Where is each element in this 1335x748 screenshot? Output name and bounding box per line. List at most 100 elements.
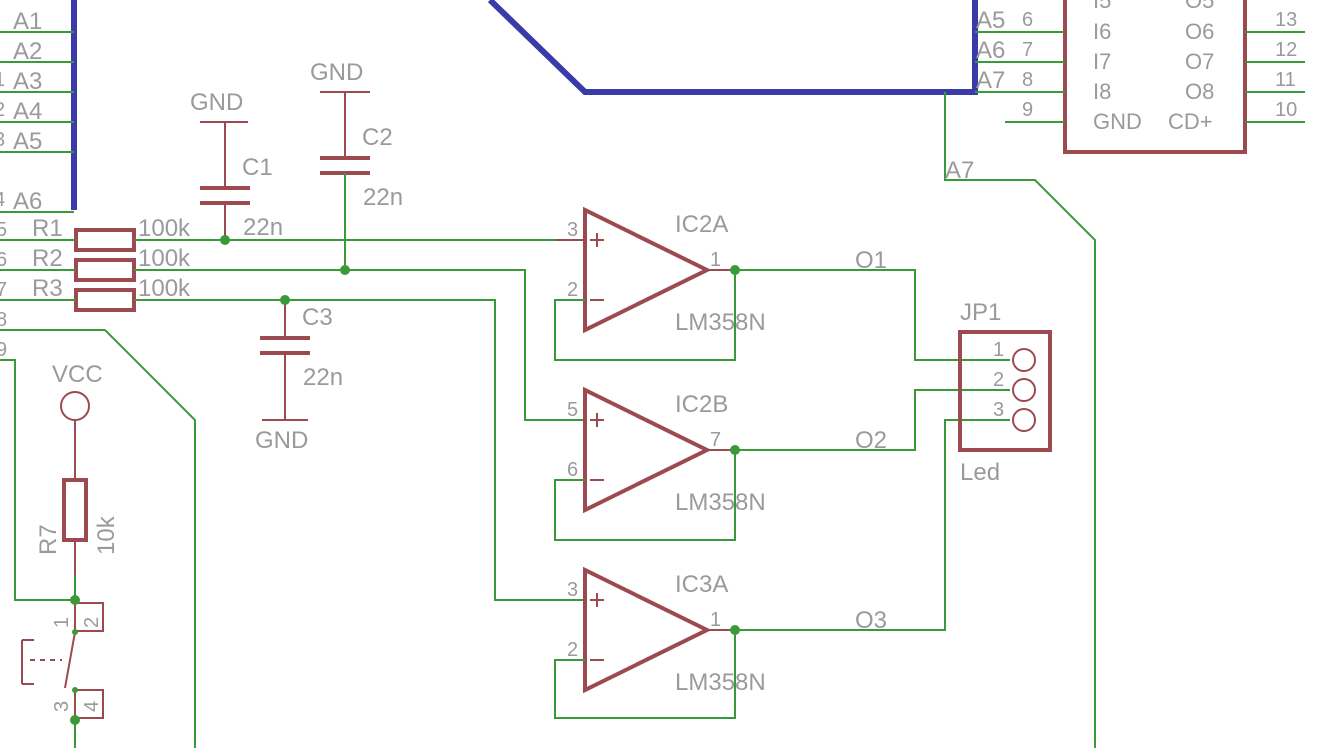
chip-input-i8: I8 [1093,79,1111,104]
opamp-ic3a: IC3A LM358N 3 2 1 [554,566,766,719]
c1-name: C1 [242,154,273,181]
switch-pin-4: 4 [81,701,103,712]
bus-pin-2: 2 [0,99,5,121]
chip-input-i5: I5 [1093,0,1111,13]
left-pin-8: 8 [0,309,7,331]
bus-label-a5: A5 [13,128,42,155]
r1-pin: 5 [0,219,7,241]
bus-pin-3: 3 [0,129,5,151]
ic3a-pin-minus: 2 [567,639,578,661]
switch-pin-3: 3 [51,701,73,712]
capacitor-c1: GND C1 22n [190,89,283,241]
c3-name: C3 [302,304,333,331]
resistor-r1: 5 R1 100k [0,215,191,252]
connector-jp1: JP1 Led 1 2 3 [958,299,1052,486]
ic2a-pin-minus: 2 [567,279,578,301]
net-label-o2: O2 [855,427,887,454]
switch-pin-2: 2 [81,617,103,628]
chip-output-o5: O5 [1185,0,1214,13]
ic2b-pin-minus: 6 [567,459,578,481]
c1-supply: GND [190,89,243,116]
chip-input-gnd: GND [1093,109,1142,134]
jp1-pin-3: 3 [993,399,1004,421]
bus-label-a6: A6 [13,188,42,215]
net-label-o1: O1 [855,247,887,274]
bus-label-a2: A2 [13,38,42,65]
r1-value: 100k [138,215,191,242]
switch-pin-1: 1 [51,617,73,628]
chip-pin-6: 6 [1022,9,1033,31]
r1-name: R1 [32,215,63,242]
chip-input-i6: I6 [1093,19,1111,44]
ic2a-name: IC2A [675,211,728,238]
ic3a-pin-out: 1 [710,609,721,631]
capacitor-c3: C3 22n GND [255,300,343,454]
chip-bus-label-a5: A5 [976,7,1005,34]
ic3a-part: LM358N [675,669,766,696]
input-wires [134,239,585,601]
junction-o3 [730,625,740,635]
r3-value: 100k [138,275,191,302]
chip-output-cd: CD+ [1168,109,1213,134]
ic2b-part: LM358N [675,489,766,516]
net-label-o3: O3 [855,607,887,634]
r7-name: R7 [35,524,62,555]
jp1-name: JP1 [960,299,1001,326]
c2-value: 22n [363,184,403,211]
r2-pin: 6 [0,249,7,271]
chip-pin-13: 13 [1275,9,1297,31]
junction-r7 [70,595,80,605]
junction-o1 [730,265,740,275]
chip-bus-label-a7: A7 [976,67,1005,94]
left-pins: 8 9 [0,309,196,748]
pullup-circuit: VCC R7 10k [35,361,120,600]
vcc-label: VCC [52,361,103,388]
ic2a-pin-out: 1 [710,249,721,271]
c2-name: C2 [362,124,393,151]
junction-o2 [730,445,740,455]
c2-supply: GND [310,59,363,86]
chip-pin-7: 7 [1022,39,1033,61]
bus-label-a3: A3 [13,68,42,95]
ic2b-pin-out: 7 [710,429,721,451]
r3-name: R3 [32,275,63,302]
capacitor-c2: GND C2 22n [310,59,403,270]
junction-switch [70,715,80,725]
chip-input-i7: I7 [1093,49,1111,74]
junction-dots [70,235,740,725]
junction-c2 [340,265,350,275]
resistor-r2: 6 R2 100k [0,245,191,282]
junction-c3 [280,295,290,305]
c3-supply: GND [255,427,308,454]
opamp-ic2a: IC2A LM358N 3 2 1 [554,206,766,361]
chip-pin-9: 9 [1022,99,1033,121]
chip-pin-11: 11 [1275,69,1296,91]
ic2b-pin-plus: 5 [567,399,578,421]
top-bus: A7 [487,0,1096,748]
bus-label-a1: A1 [13,8,42,35]
chip-top-right: A5 A6 A7 6 7 8 9 I5 I6 I7 I8 GND O5 O6 O… [975,0,1305,154]
push-switch: 1 2 3 4 [21,600,104,748]
junction-c1 [220,235,230,245]
ic3a-name: IC3A [675,571,728,598]
chip-pin-12: 12 [1275,39,1297,61]
bus-pin-4: 4 [0,189,5,211]
opamp-ic2b: IC2B LM358N 5 6 7 [554,386,766,541]
r2-value: 100k [138,245,191,272]
bus-pin-1: 1 [0,69,5,91]
ic3a-pin-plus: 3 [567,579,578,601]
chip-pin-8: 8 [1022,69,1033,91]
net-label-a7: A7 [945,157,974,184]
resistor-r3: 7 R3 100k [0,275,191,312]
ic2b-name: IC2B [675,391,728,418]
jp1-value: Led [960,459,1000,486]
r7-value: 10k [93,515,120,555]
c1-value: 22n [243,214,283,241]
chip-output-o7: O7 [1185,49,1214,74]
bus-label-a4: A4 [13,98,42,125]
jp1-pin-1: 1 [993,339,1004,361]
left-bus: A1 A2 A3 A4 A5 A6 1 2 3 4 [0,0,77,215]
ic2a-part: LM358N [675,309,766,336]
r2-name: R2 [32,245,63,272]
output-nets: O1 O2 O3 [735,247,1010,634]
